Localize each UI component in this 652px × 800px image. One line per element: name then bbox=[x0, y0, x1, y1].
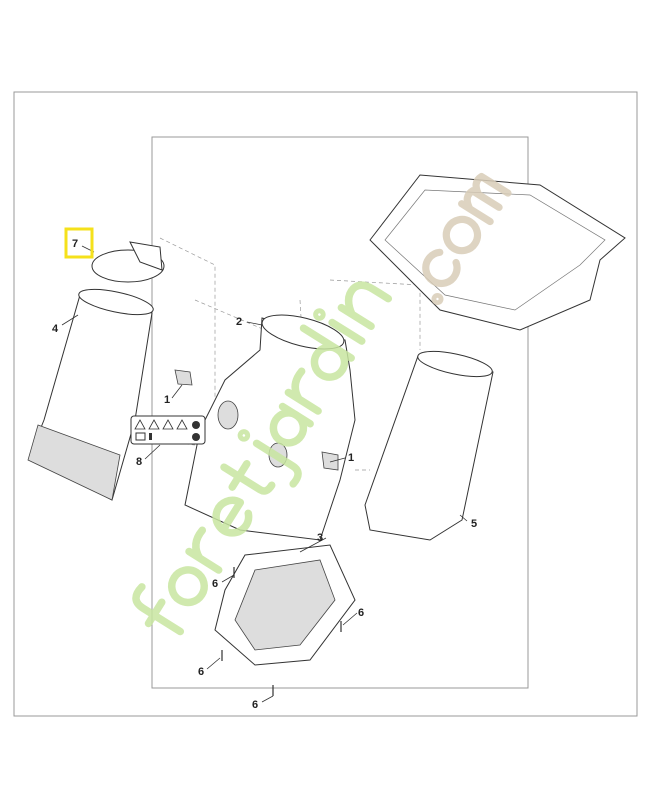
watermark-logo bbox=[132, 172, 512, 636]
callout-5: 5 bbox=[471, 518, 477, 530]
callout-3: 3 bbox=[317, 532, 323, 544]
callout-4: 4 bbox=[52, 323, 59, 335]
part-4-tube bbox=[27, 288, 154, 501]
outer-frame bbox=[13, 91, 638, 717]
leader-lines bbox=[61, 245, 468, 703]
part-3-base bbox=[214, 544, 356, 666]
callout-6a: 6 bbox=[212, 578, 218, 590]
part-8-warning-label bbox=[130, 415, 206, 445]
callout-7-highlight bbox=[64, 227, 94, 259]
part-1-knob bbox=[174, 369, 339, 471]
callout-6b: 6 bbox=[358, 607, 364, 619]
callout-2: 2 bbox=[236, 316, 242, 328]
callout-1a: 1 bbox=[164, 394, 170, 406]
part-7-cover bbox=[91, 241, 165, 283]
callout-6d: 6 bbox=[252, 699, 258, 711]
callout-1b: 1 bbox=[348, 452, 354, 464]
part-6-screws bbox=[221, 567, 342, 696]
hopper-part bbox=[369, 174, 626, 331]
callout-8: 8 bbox=[136, 456, 142, 468]
callout-6c: 6 bbox=[198, 666, 204, 678]
inner-frame bbox=[151, 136, 529, 689]
part-5-sleeve bbox=[364, 350, 494, 541]
callout-7: 7 bbox=[72, 238, 78, 250]
